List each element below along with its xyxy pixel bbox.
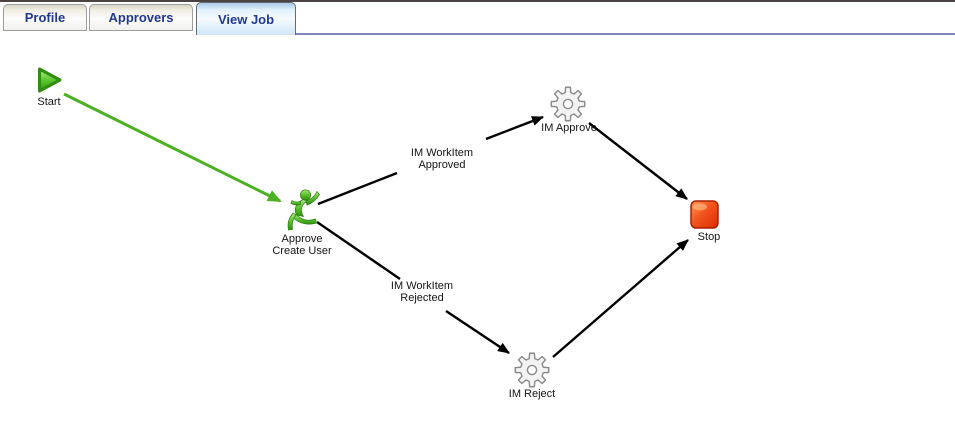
window-top-border (0, 0, 955, 2)
edge-label-approved-line2: Approved (418, 159, 466, 171)
tab-view-job[interactable]: View Job (196, 2, 296, 35)
edge-label-approved: IM WorkItem Approved (390, 147, 494, 171)
edge-label-rejected: IM WorkItem Rejected (370, 280, 474, 304)
tab-profile[interactable]: Profile (3, 4, 87, 31)
edge-im-reject-to-stop (552, 239, 689, 358)
edge-label-rejected-line1: IM WorkItem (390, 280, 454, 292)
edge-approve-to-im-reject (316, 221, 510, 354)
start-node-label: Start (37, 96, 61, 108)
tab-approvers-label: Approvers (108, 10, 174, 25)
edge-start-to-approve (63, 92, 282, 203)
stop-node-label: Stop (697, 231, 721, 243)
start-play-icon (38, 67, 62, 93)
tab-bar-underline (296, 33, 955, 35)
edge-label-rejected-line2: Rejected (400, 292, 444, 304)
tab-profile-label: Profile (24, 10, 66, 25)
im-approve-node-label: IM Approve (541, 122, 597, 134)
approve-node-label: Approve Create User (252, 233, 352, 257)
tab-approvers[interactable]: Approvers (89, 4, 193, 31)
approve-node-label-line1: Approve (281, 233, 323, 245)
stop-square-icon (690, 200, 719, 229)
approver-person-icon (287, 189, 320, 231)
im-reject-gear-icon (514, 352, 550, 388)
edge-im-approve-to-stop (588, 122, 688, 200)
edge-label-approved-line1: IM WorkItem (410, 147, 474, 159)
im-approve-gear-icon (550, 86, 586, 122)
edge-approve-to-im-approve (317, 115, 544, 206)
approve-node-label-line2: Create User (272, 245, 332, 257)
tab-view-job-label: View Job (217, 11, 275, 27)
im-reject-node-label: IM Reject (508, 388, 556, 400)
